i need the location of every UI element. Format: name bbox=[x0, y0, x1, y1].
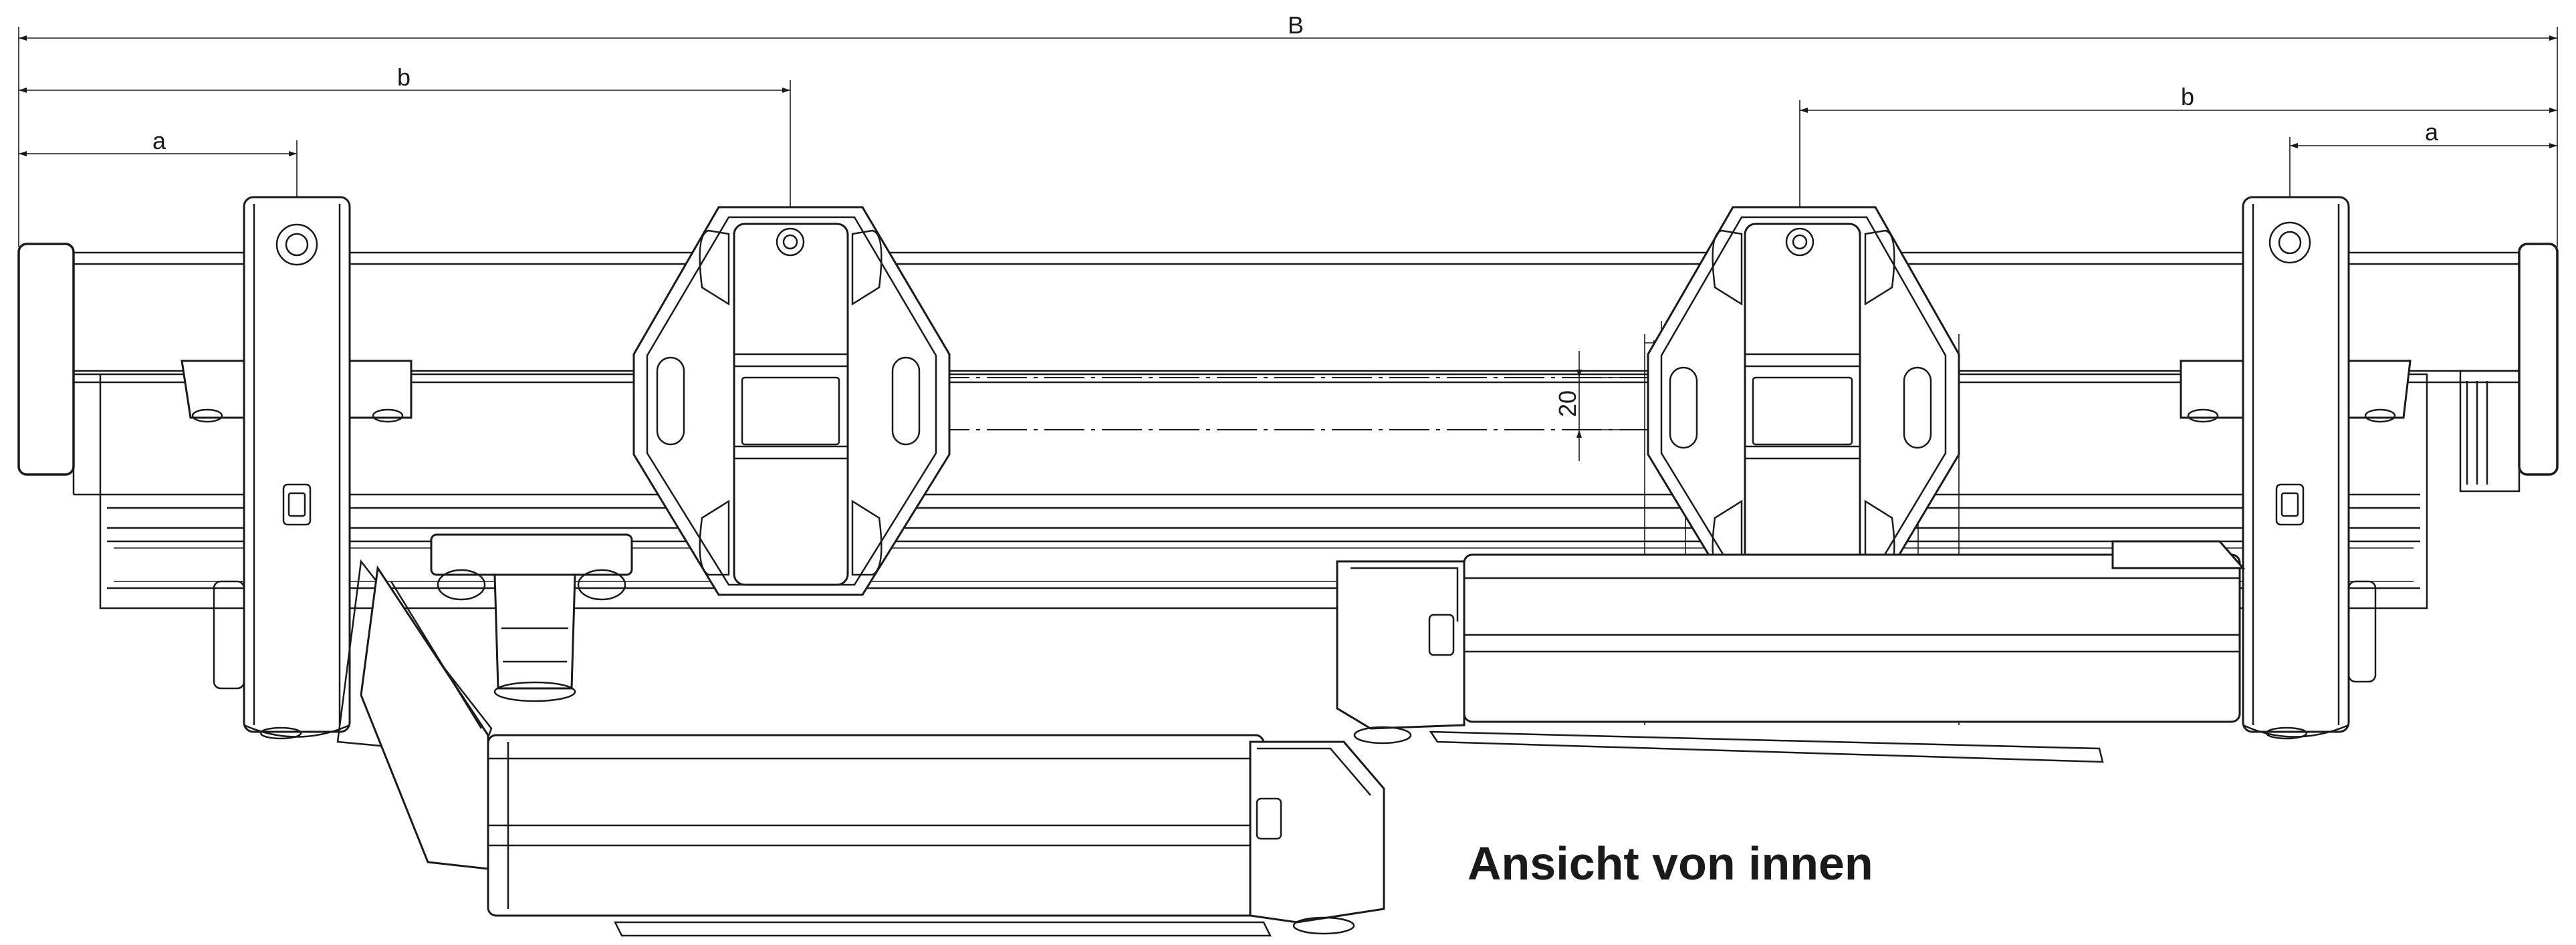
dim-label-left-b: b bbox=[397, 63, 411, 91]
lower-right-arm bbox=[1336, 540, 2246, 763]
view-caption: Ansicht von innen bbox=[1468, 837, 1873, 890]
main-rail bbox=[17, 243, 2559, 610]
right-mounting-plate bbox=[1647, 206, 1960, 596]
left-support-post bbox=[336, 533, 633, 757]
lower-left-arm bbox=[360, 565, 1385, 937]
right-plate-slot-right bbox=[1903, 366, 1932, 449]
dim-label-right-b: b bbox=[2181, 83, 2194, 110]
dim-label-overall: B bbox=[1288, 11, 1304, 39]
right-plate-slot-left bbox=[1669, 366, 1698, 449]
dim-label-left-a: a bbox=[152, 127, 166, 154]
left-end-clamp bbox=[181, 196, 413, 740]
left-plate-slot-right bbox=[891, 356, 921, 446]
right-clamp-nut-icon bbox=[2268, 221, 2311, 264]
left-mounting-plate bbox=[632, 206, 951, 596]
right-plate-screw-icon bbox=[1785, 227, 1814, 257]
left-clamp-nut-icon bbox=[275, 223, 318, 266]
right-end-clamp bbox=[2180, 196, 2412, 740]
dim-label-right-a: a bbox=[2425, 118, 2439, 146]
dim-label-20: 20 bbox=[1554, 390, 1581, 417]
left-plate-slot-left bbox=[656, 356, 685, 446]
left-plate-screw-icon bbox=[776, 227, 805, 257]
